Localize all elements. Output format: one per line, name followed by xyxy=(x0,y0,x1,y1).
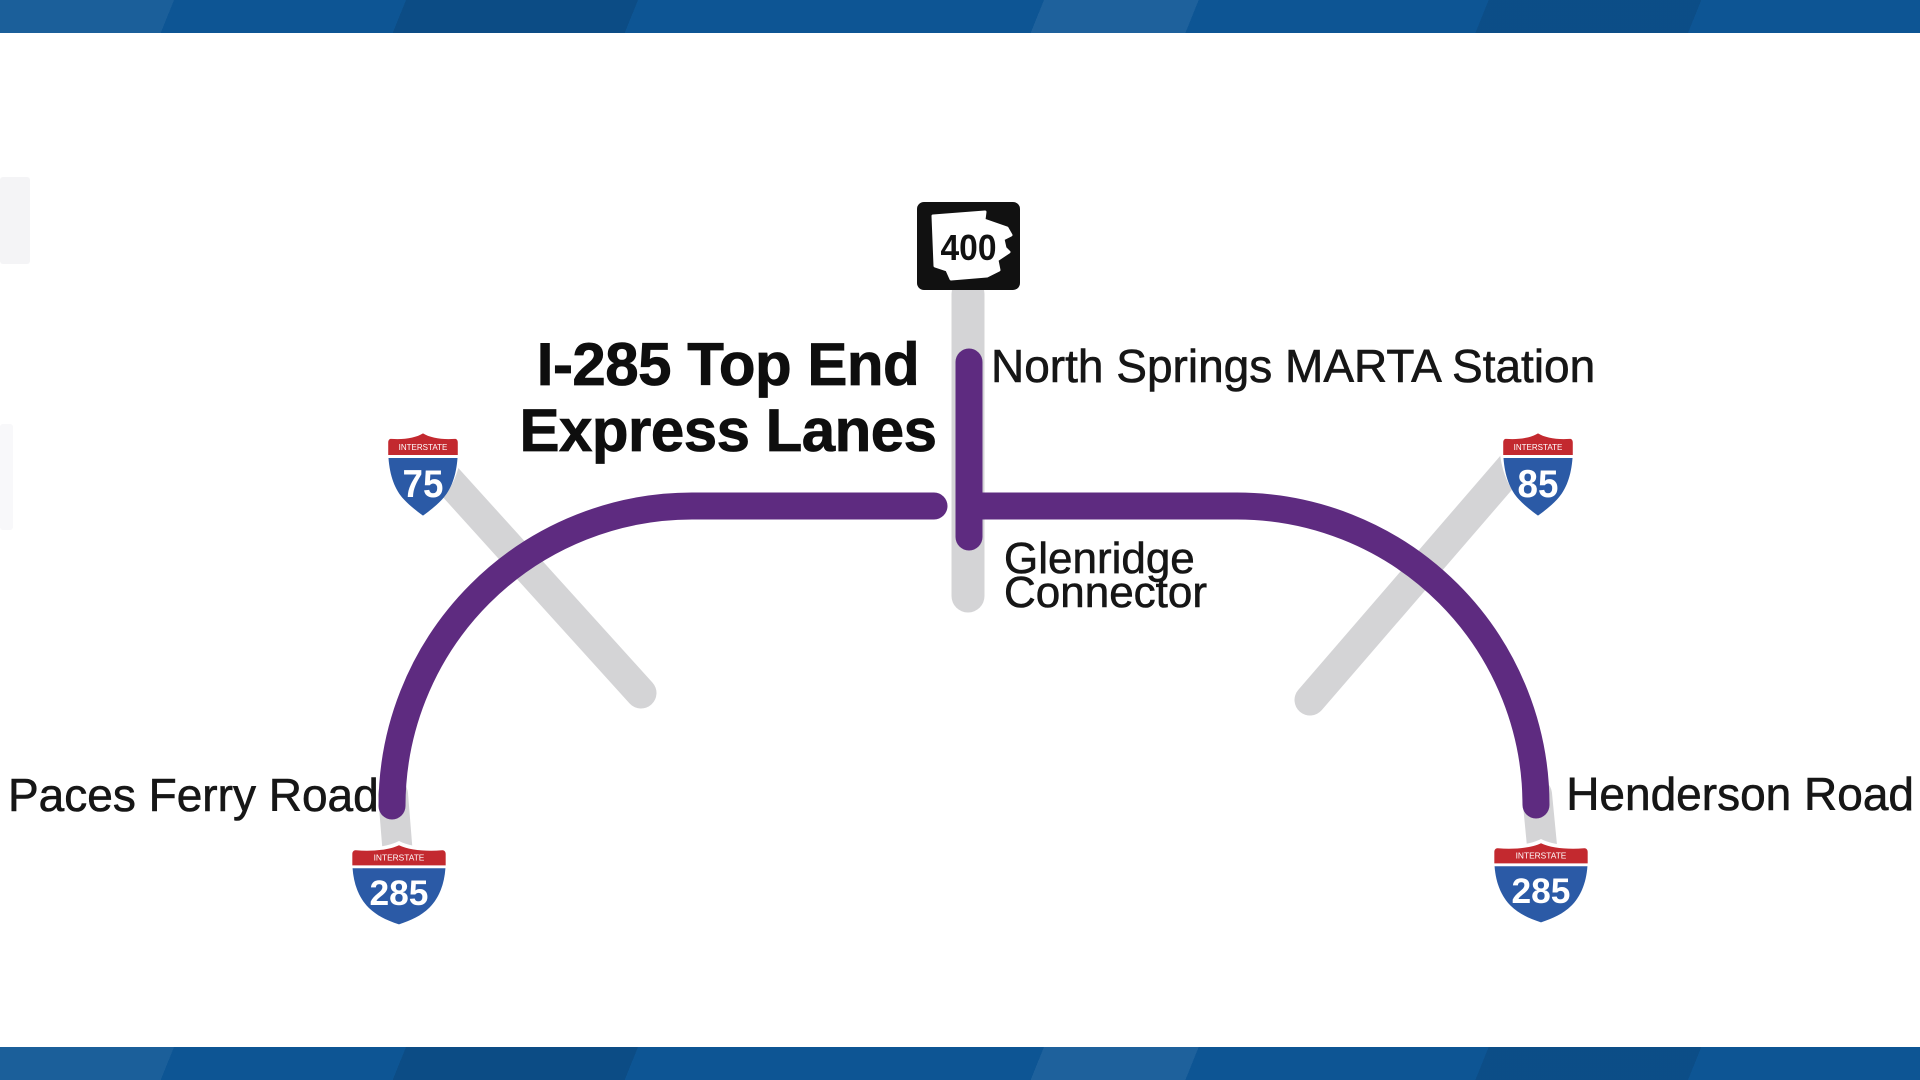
title-line-2: Express Lanes xyxy=(519,397,937,464)
ga400-number: 400 xyxy=(941,227,997,268)
label-glenridge-connector: Glenridge Connector xyxy=(1004,534,1208,617)
ga400-shield: 400 xyxy=(917,202,1020,290)
express-lanes-east-segment xyxy=(964,492,1550,819)
page-title: I-285 Top End Express Lanes xyxy=(468,331,988,464)
i285-west-number: 285 xyxy=(370,873,429,912)
i285-east-number: 285 xyxy=(1512,871,1571,910)
i85-shield: INTERSTATE 85 xyxy=(1499,429,1577,517)
bottom-banner xyxy=(0,1047,1920,1080)
title-line-1: I-285 Top End xyxy=(536,331,920,398)
i285-west-banner-text: INTERSTATE xyxy=(374,854,425,863)
express-lanes-west-segment xyxy=(378,492,948,820)
label-paces-ferry-road: Paces Ferry Road xyxy=(8,769,379,822)
edge-artifact xyxy=(0,177,30,264)
i85-number: 85 xyxy=(1518,463,1559,506)
top-banner xyxy=(0,0,1920,33)
glenridge-line-1: Glenridge xyxy=(1004,534,1195,583)
i85-road-line xyxy=(1294,450,1528,716)
i75-banner-text: INTERSTATE xyxy=(399,443,448,452)
i285-west-shield: INTERSTATE 285 xyxy=(348,841,450,925)
georgia-outline-icon xyxy=(931,210,1013,281)
i75-number: 75 xyxy=(403,463,444,506)
i75-road-line xyxy=(416,446,657,709)
glenridge-line-2: Connector xyxy=(1004,568,1208,617)
i85-banner-text: INTERSTATE xyxy=(1514,443,1563,452)
i285-east-shield: INTERSTATE 285 xyxy=(1490,839,1592,923)
i285-east-banner-text: INTERSTATE xyxy=(1516,852,1567,861)
label-north-springs-marta-station: North Springs MARTA Station xyxy=(991,340,1596,393)
i75-shield: INTERSTATE 75 xyxy=(384,429,462,517)
edge-artifact xyxy=(0,424,13,530)
label-henderson-road: Henderson Road xyxy=(1566,768,1914,821)
